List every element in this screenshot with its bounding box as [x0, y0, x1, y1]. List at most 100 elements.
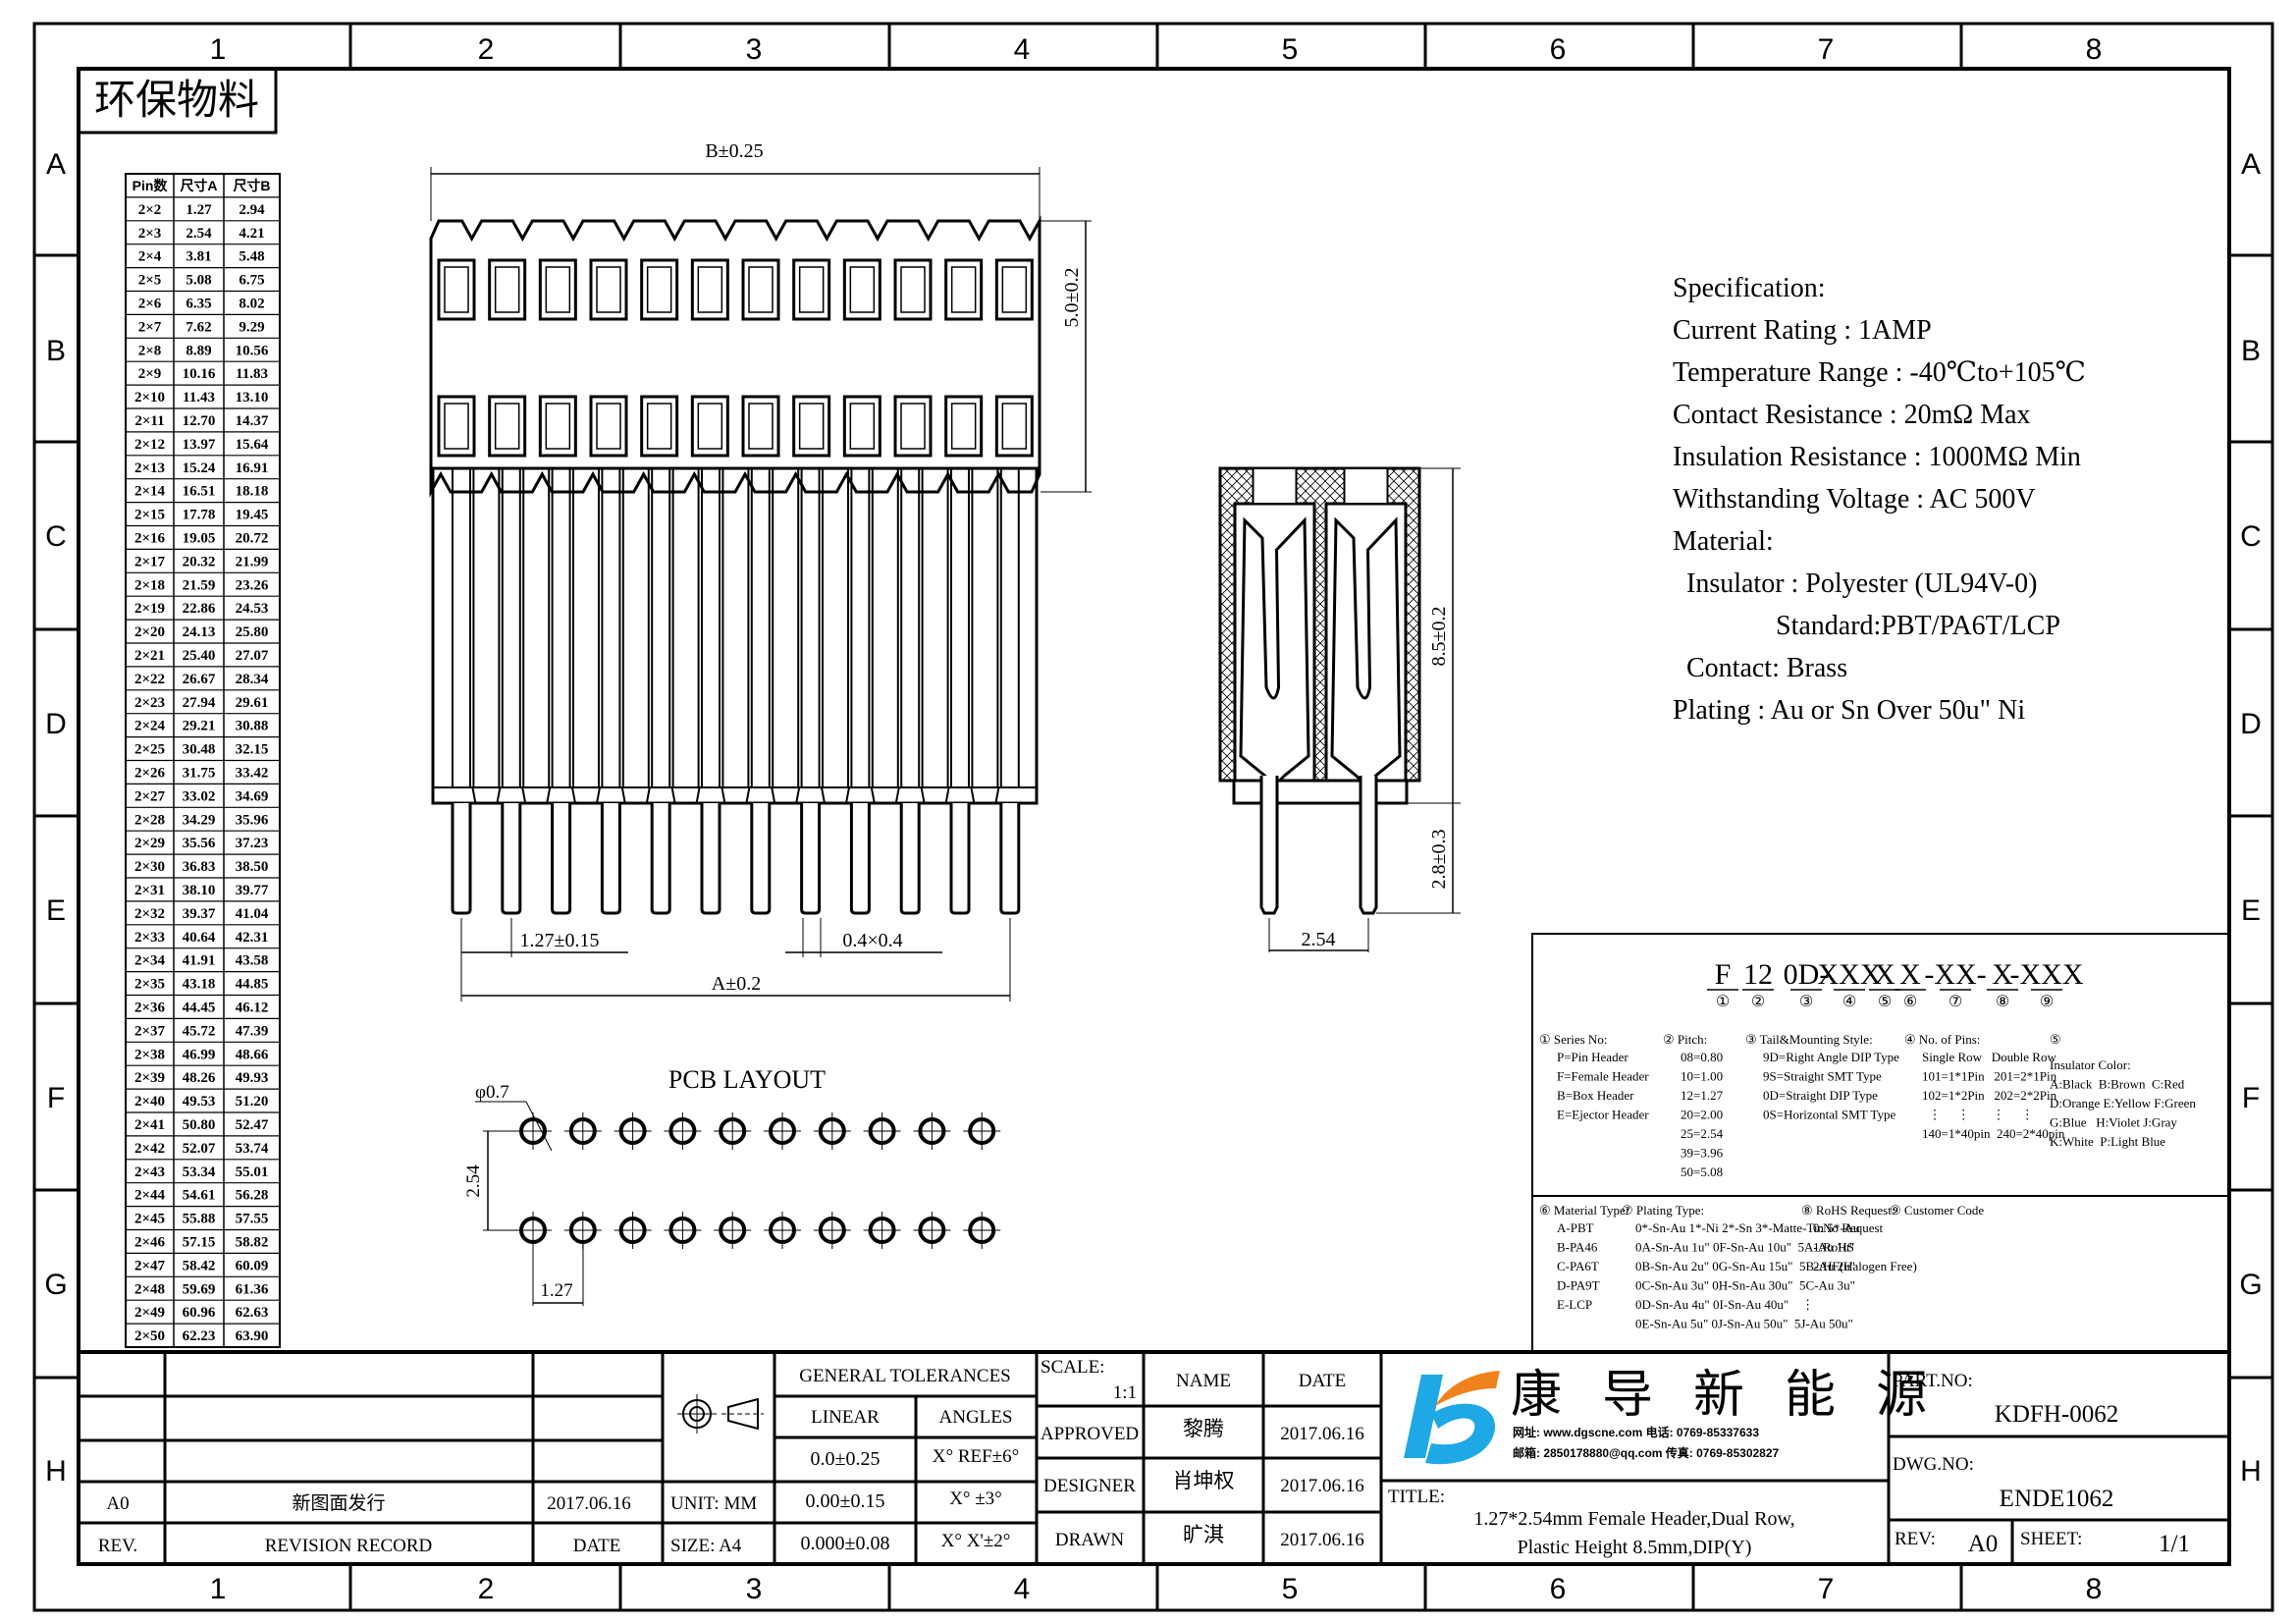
table-cell: 2×17	[134, 554, 166, 569]
contact-cavity-inner	[1001, 266, 1028, 313]
table-cell: 22.86	[183, 601, 216, 617]
zone-row-label: G	[2239, 1269, 2262, 1301]
linear-label: LINEAR	[811, 1407, 880, 1428]
table-cell: 58.82	[236, 1235, 269, 1251]
table-cell: 46.99	[183, 1047, 216, 1062]
table-cell: 55.01	[236, 1164, 269, 1180]
table-cell: 30.48	[183, 742, 216, 758]
part-no-label: PART.NO:	[1893, 1371, 1973, 1391]
table-cell: 42.31	[236, 930, 269, 946]
part-code-segment: -XX-	[1924, 958, 1986, 991]
signoff-date-label: DATE	[1299, 1371, 1347, 1391]
zone-column-label: 6	[1550, 33, 1567, 66]
table-cell: 5.08	[186, 273, 211, 289]
scale-label: SCALE:	[1041, 1357, 1104, 1378]
contact-cavity-inner	[646, 266, 672, 313]
base-notch	[471, 786, 502, 804]
contact-cavity	[640, 395, 679, 458]
legend-item: 102=1*2Pin 202=2*2Pin	[1922, 1088, 2057, 1103]
table-cell: 15.64	[236, 437, 269, 453]
legend-section-title: ⑤	[2050, 1032, 2061, 1047]
legend-item: 0S=Horizontal SMT Type	[1763, 1108, 1896, 1122]
pin-tail	[949, 803, 971, 915]
table-cell: 7.62	[186, 319, 211, 335]
part-code-index: ②	[1751, 994, 1765, 1010]
table-cell: 2×14	[134, 484, 166, 500]
table-cell: 2×28	[134, 812, 165, 828]
table-cell: 2×24	[134, 719, 166, 734]
revision-record-label: REVISION RECORD	[265, 1536, 432, 1556]
contact-cavity	[690, 395, 729, 458]
zone-column-label: 5	[1282, 33, 1299, 66]
zone-column-label: 2	[478, 1573, 495, 1605]
table-cell: 26.67	[183, 672, 216, 687]
table-cell: 2×3	[138, 226, 162, 242]
table-cell: 47.39	[236, 1023, 269, 1039]
contact-cavity	[589, 395, 628, 458]
spec-line: Plating : Au or Sn Over 50u" Ni	[1673, 695, 2025, 726]
signoff-role: APPROVED	[1041, 1424, 1139, 1444]
table-cell: 39.37	[183, 906, 216, 922]
table-cell: 2×33	[134, 930, 165, 946]
contact-cavity	[589, 258, 628, 321]
pin-tail	[700, 803, 721, 915]
zone-row-label: B	[46, 335, 66, 367]
company-name-char: 新	[1693, 1367, 1744, 1424]
legend-item: G:Blue H:Violet J:Gray	[2050, 1115, 2177, 1130]
zone-row-label: C	[45, 520, 67, 553]
legend-item: 50=5.08	[1681, 1164, 1723, 1179]
table-cell: 2×7	[138, 319, 162, 335]
legend-section-title: ② Pitch:	[1663, 1032, 1707, 1047]
part-code-index: ①	[1716, 994, 1730, 1010]
table-cell: 2×27	[134, 788, 166, 804]
dim-tail-length: 2.8±0.3	[1428, 830, 1450, 890]
contact-cavity-inner	[697, 266, 723, 313]
signoff-role: DESIGNER	[1043, 1476, 1136, 1496]
contact-cavity	[488, 395, 527, 458]
table-cell: 59.69	[183, 1281, 216, 1297]
table-cell: 21.99	[236, 554, 269, 569]
table-cell: 6.35	[186, 297, 211, 312]
rev-value: A0	[1968, 1531, 1999, 1557]
zone-row-label: A	[46, 148, 66, 181]
contact-cavity-inner	[646, 403, 672, 450]
table-cell: 15.24	[183, 460, 216, 476]
zone-row-label: B	[2241, 335, 2261, 367]
table-cell: 13.97	[183, 437, 216, 453]
table-cell: 2×36	[134, 1001, 166, 1016]
table-cell: 11.43	[183, 390, 215, 406]
dwg-no-label: DWG.NO:	[1893, 1454, 1974, 1475]
zone-row-label: H	[45, 1455, 67, 1488]
spec-line: Specification:	[1673, 273, 1826, 303]
housing-base	[1232, 779, 1409, 805]
contact-cavity-inner	[697, 403, 723, 450]
table-cell: 19.05	[183, 531, 216, 547]
base-notch	[821, 786, 850, 804]
table-cell: 10.16	[183, 366, 216, 382]
table-cell: 28.34	[236, 672, 269, 687]
part-code-segment: XXX	[1818, 958, 1882, 991]
contact-cavity	[944, 258, 984, 321]
contact-cavity-inner	[596, 403, 621, 450]
table-cell: 31.75	[183, 766, 216, 782]
signoff-date: 2017.06.16	[1280, 1530, 1364, 1550]
pcb-hole-diameter: φ0.7	[475, 1082, 509, 1103]
zone-row-label: G	[44, 1269, 67, 1301]
contact-cavity-inner	[1001, 403, 1028, 450]
zone-row-label: E	[46, 894, 66, 927]
legend-section-title: ⑧ RoHS Request:	[1801, 1203, 1895, 1218]
table-cell: 2×6	[138, 297, 162, 312]
contact-cavity-inner	[494, 403, 520, 450]
contact-cavity	[488, 258, 527, 321]
table-cell: 18.18	[236, 484, 269, 500]
dim-b-width: B±0.25	[705, 140, 763, 162]
base-notch	[571, 786, 601, 804]
contact-cavity	[792, 395, 831, 458]
table-cell: 24.53	[236, 601, 269, 617]
table-cell: 19.45	[236, 508, 269, 523]
signoff-name: 旷淇	[1183, 1523, 1224, 1546]
table-cell: 16.51	[183, 484, 216, 500]
table-cell: 2×31	[134, 883, 165, 898]
part-code-index: ⑥	[1903, 994, 1917, 1010]
